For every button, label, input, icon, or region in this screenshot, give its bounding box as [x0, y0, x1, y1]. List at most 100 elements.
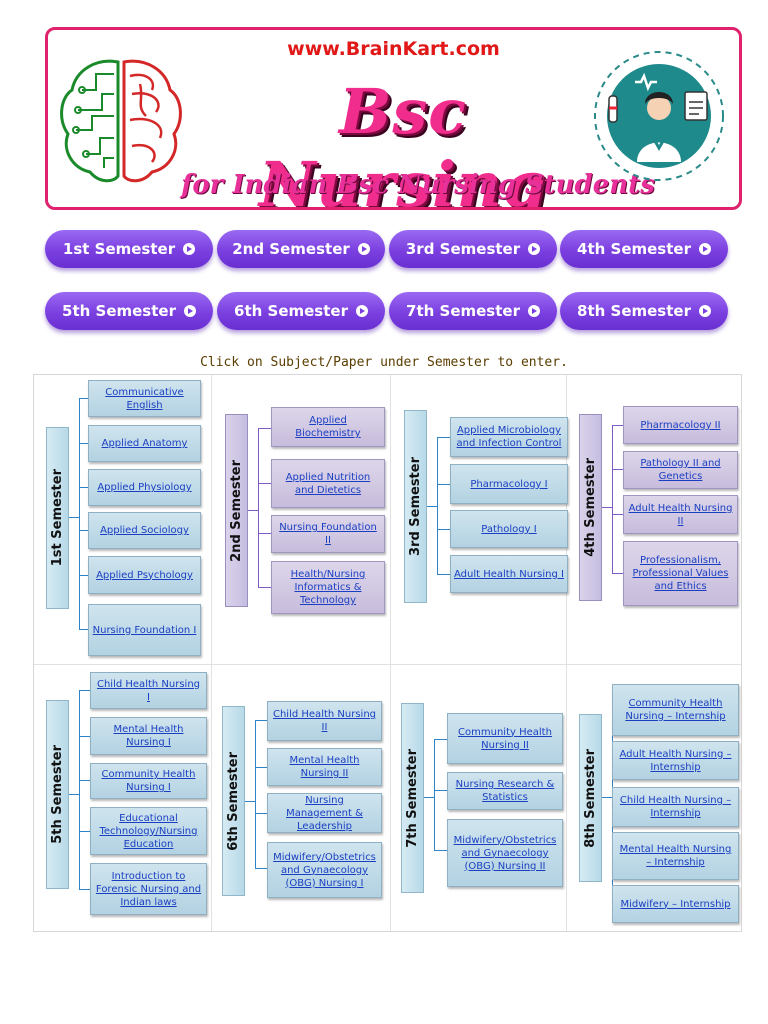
tree-connector	[79, 780, 90, 781]
semester-label-text: 4th Semester	[583, 458, 598, 557]
subject-link[interactable]: Professionalism, Professional Values and…	[623, 541, 738, 606]
tree-connector	[79, 487, 88, 488]
semester-button-label: 4th Semester	[577, 240, 691, 258]
semester-7-label: 7th Semester	[401, 703, 424, 893]
tree-connector	[255, 813, 267, 814]
chevron-right-icon	[355, 305, 368, 317]
subject-link[interactable]: Midwifery/Obstetrics and Gynaecology (OB…	[267, 842, 382, 898]
tree-connector	[612, 425, 623, 426]
tree-connector	[602, 797, 612, 798]
tree-connector	[79, 575, 88, 576]
tree-connector	[79, 889, 90, 890]
semester-6-button[interactable]: 6th Semester	[217, 292, 385, 330]
subject-link[interactable]: Applied Sociology	[88, 512, 201, 549]
subject-link[interactable]: Child Health Nursing – Internship	[612, 787, 739, 827]
brand-title: Bsc Nursing	[258, 75, 548, 210]
tree-connector	[79, 831, 90, 832]
subject-link[interactable]: Mental Health Nursing I	[90, 717, 207, 755]
header-banner: www.BrainKart.com Bsc Nursing for Indian…	[45, 27, 742, 210]
subject-link[interactable]: Midwifery – Internship	[612, 885, 739, 923]
subject-link[interactable]: Communicative English	[88, 380, 201, 417]
subject-link[interactable]: Pharmacology II	[623, 406, 738, 444]
subject-link[interactable]: Community Health Nursing – Internship	[612, 684, 739, 736]
semester-8-button[interactable]: 8th Semester	[560, 292, 728, 330]
subject-link[interactable]: Nursing Management & Leadership	[267, 793, 382, 833]
semester-button-label: 1st Semester	[62, 240, 176, 258]
tree-connector	[434, 790, 447, 791]
semester-4-button[interactable]: 4th Semester	[560, 230, 728, 268]
subject-link[interactable]: Introduction to Forensic Nursing and Ind…	[90, 863, 207, 915]
semester-button-label: 8th Semester	[577, 302, 691, 320]
chevron-right-icon	[357, 243, 370, 255]
tree-connector	[255, 767, 267, 768]
semester-8-label: 8th Semester	[579, 714, 602, 882]
semester-7-button[interactable]: 7th Semester	[389, 292, 557, 330]
semester-button-label: 6th Semester	[234, 302, 348, 320]
tree-connector	[612, 573, 623, 574]
chevron-right-icon	[183, 243, 196, 255]
site-url-text: www.BrainKart.com	[287, 38, 500, 60]
subject-link[interactable]: Health/Nursing Informatics & Technology	[271, 561, 385, 614]
chevron-right-icon	[698, 243, 711, 255]
tree-connector	[602, 507, 612, 508]
subject-link[interactable]: Applied Psychology	[88, 556, 201, 594]
tree-connector	[79, 736, 90, 737]
tree-connector	[69, 794, 79, 795]
semester-label-text: 5th Semester	[50, 745, 65, 844]
subject-link[interactable]: Mental Health Nursing II	[267, 748, 382, 786]
semester-label-text: 6th Semester	[226, 751, 241, 851]
subject-link[interactable]: Pharmacology I	[450, 464, 568, 504]
brand-subtitle: for Indian Bsc Nursing Students	[181, 170, 655, 200]
brain-circuit-icon	[60, 59, 182, 183]
semester-label-text: 2nd Semester	[229, 459, 244, 562]
tree-connector	[424, 797, 434, 798]
subject-link[interactable]: Nursing Foundation I	[88, 604, 201, 656]
subject-link[interactable]: Midwifery/Obstetrics and Gynaecology (OB…	[447, 819, 563, 887]
subject-link[interactable]: Educational Technology/Nursing Education	[90, 807, 207, 855]
grid-divider	[34, 664, 741, 665]
subject-link[interactable]: Nursing Foundation II	[271, 515, 385, 553]
semester-subject-grid: 1st Semester Communicative English Appli…	[33, 374, 742, 932]
tree-connector	[258, 533, 271, 534]
tree-connector	[612, 469, 623, 470]
subject-link[interactable]: Nursing Research & Statistics	[447, 772, 563, 810]
tree-connector	[437, 437, 450, 438]
subject-link[interactable]: Child Health Nursing I	[90, 672, 207, 709]
subject-link[interactable]: Adult Health Nursing I	[450, 555, 568, 593]
semester-5-button[interactable]: 5th Semester	[45, 292, 213, 330]
chevron-right-icon	[528, 243, 541, 255]
semester-button-label: 3rd Semester	[405, 240, 521, 258]
tree-connector	[79, 443, 88, 444]
tree-connector	[79, 398, 88, 399]
subject-link[interactable]: Adult Health Nursing – Internship	[612, 741, 739, 780]
semester-button-label: 7th Semester	[406, 302, 520, 320]
tree-connector	[437, 484, 450, 485]
semester-1-button[interactable]: 1st Semester	[45, 230, 213, 268]
tree-connector	[437, 529, 450, 530]
subject-link[interactable]: Community Health Nursing II	[447, 713, 563, 764]
tree-connector	[437, 574, 450, 575]
tree-connector	[79, 398, 80, 629]
tree-connector	[248, 510, 258, 511]
site-url[interactable]: www.BrainKart.com	[48, 38, 739, 60]
chevron-right-icon	[183, 305, 196, 317]
tree-connector	[69, 517, 79, 518]
subject-link[interactable]: Pathology II and Genetics	[623, 451, 738, 489]
subject-link[interactable]: Community Health Nursing I	[90, 763, 207, 799]
subject-link[interactable]: Applied Physiology	[88, 469, 201, 506]
subject-link[interactable]: Applied Biochemistry	[271, 407, 385, 447]
subject-link[interactable]: Adult Health Nursing II	[623, 495, 738, 534]
instruction-text: Click on Subject/Paper under Semester to…	[200, 355, 568, 370]
semester-5-label: 5th Semester	[46, 700, 69, 889]
tree-connector	[255, 720, 267, 721]
subject-link[interactable]: Applied Microbiology and Infection Contr…	[450, 417, 568, 457]
semester-2-button[interactable]: 2nd Semester	[217, 230, 385, 268]
subject-link[interactable]: Applied Anatomy	[88, 425, 201, 462]
subject-link[interactable]: Child Health Nursing II	[267, 701, 382, 741]
semester-3-button[interactable]: 3rd Semester	[389, 230, 557, 268]
tree-connector	[434, 850, 447, 851]
nurse-medical-icon	[594, 51, 724, 181]
subject-link[interactable]: Pathology I	[450, 510, 568, 548]
subject-link[interactable]: Applied Nutrition and Dietetics	[271, 459, 385, 508]
subject-link[interactable]: Mental Health Nursing – Internship	[612, 832, 739, 880]
